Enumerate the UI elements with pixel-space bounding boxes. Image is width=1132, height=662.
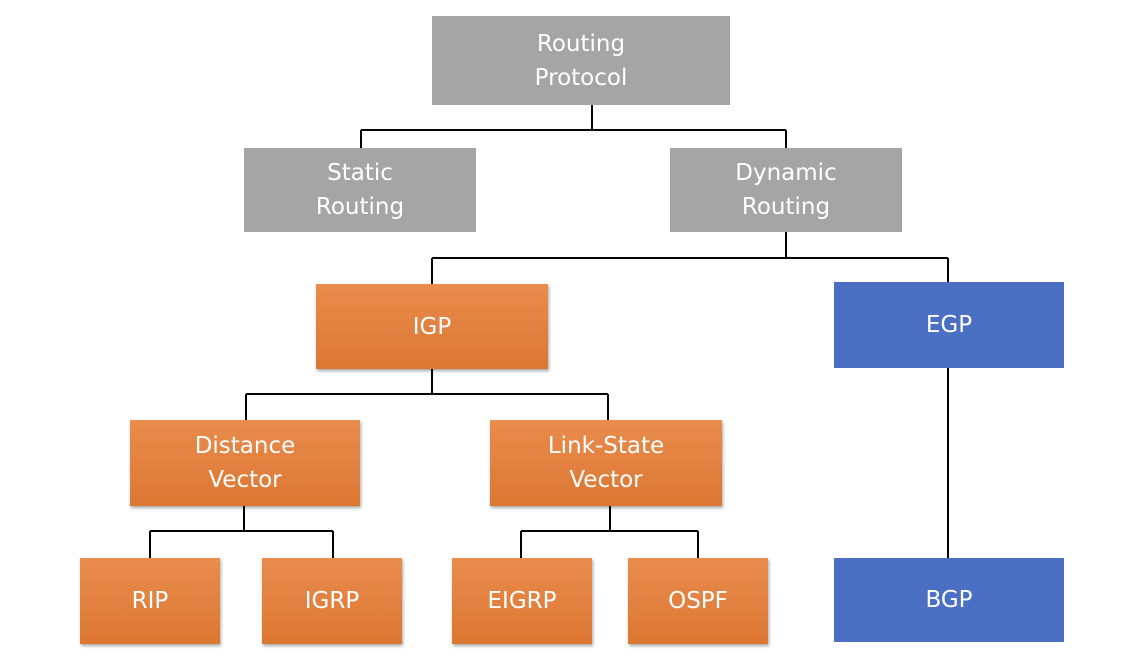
node-igp-label: IGP: [412, 313, 452, 340]
node-dynamic-routing-label: Dynamic Routing: [735, 160, 837, 220]
node-bgp-label: BGP: [925, 587, 973, 613]
connector-routing-protocol-children: [360, 105, 787, 148]
node-egp-label: EGP: [925, 312, 973, 338]
node-igrp-label: IGRP: [304, 588, 360, 614]
node-eigrp-label: EIGRP: [487, 588, 557, 614]
node-dynamic-routing: Dynamic Routing: [670, 148, 902, 232]
connector-link-state-vector-children: [520, 506, 699, 558]
node-ospf: OSPF: [628, 558, 768, 644]
node-igp: IGP: [316, 284, 548, 369]
node-rip-label: RIP: [131, 588, 169, 614]
connector-distance-vector-children: [149, 506, 334, 558]
node-static-routing: Static Routing: [244, 148, 476, 232]
node-rip: RIP: [80, 558, 220, 644]
node-link-state-vector-label: Link-State Vector: [547, 433, 665, 493]
node-link-state-vector: Link-State Vector: [490, 420, 722, 506]
node-static-routing-label: Static Routing: [315, 160, 405, 220]
node-distance-vector: Distance Vector: [130, 420, 360, 506]
node-eigrp: EIGRP: [452, 558, 592, 644]
connector-dynamic-routing-children: [431, 232, 949, 284]
node-egp: EGP: [834, 282, 1064, 368]
connector-igp-children: [245, 369, 609, 420]
node-bgp: BGP: [834, 558, 1064, 642]
node-routing-protocol: Routing Protocol: [432, 16, 730, 105]
node-igrp: IGRP: [262, 558, 402, 644]
node-ospf-label: OSPF: [668, 588, 728, 614]
node-distance-vector-label: Distance Vector: [194, 433, 296, 493]
node-routing-protocol-label: Routing Protocol: [534, 30, 628, 91]
